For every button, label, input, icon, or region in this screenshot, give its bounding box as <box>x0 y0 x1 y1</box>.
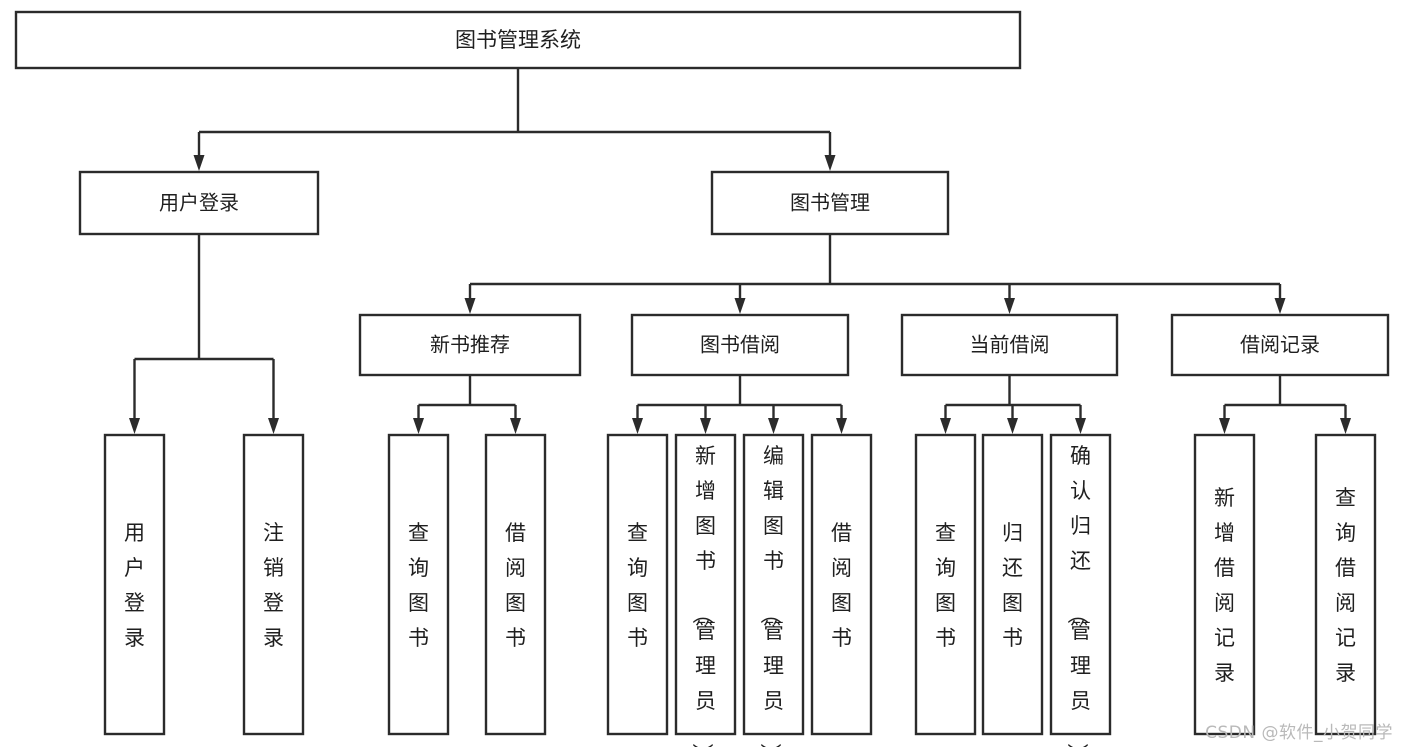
node-box[interactable] <box>742 433 805 736</box>
node-l_query_books_1[interactable]: 查询图书 <box>387 433 450 736</box>
edge-group-n_borrow_record <box>1219 375 1351 434</box>
node-l_confirm_return[interactable]: 确认归还（管理员） <box>1049 433 1112 747</box>
node-n_book_mgmt[interactable]: 图书管理 <box>710 170 950 236</box>
node-box[interactable] <box>387 433 450 736</box>
node-l_query_record[interactable]: 查询借阅记录 <box>1314 433 1377 736</box>
node-label: 归还图书 <box>1002 521 1023 650</box>
node-label: 图书管理 <box>790 191 870 215</box>
node-box[interactable] <box>981 433 1044 736</box>
edge-group-root <box>193 68 836 171</box>
node-l_query_books_3[interactable]: 查询图书 <box>914 433 977 736</box>
node-n_book_borrow[interactable]: 图书借阅 <box>630 313 850 377</box>
node-label: 编辑图书（管理员） <box>758 444 784 747</box>
node-label: 图书管理系统 <box>455 28 581 52</box>
watermark-text: CSDN @软件_小贺同学 <box>1205 723 1393 743</box>
node-n_borrow_record[interactable]: 借阅记录 <box>1170 313 1390 377</box>
node-box[interactable] <box>14 10 1022 70</box>
node-label: 图书借阅 <box>700 333 780 357</box>
node-box[interactable] <box>710 170 950 236</box>
node-l_query_books_2[interactable]: 查询图书 <box>606 433 669 736</box>
node-label: 注销登录 <box>263 521 284 650</box>
node-label: 查询借阅记录 <box>1335 486 1356 685</box>
node-box[interactable] <box>103 433 166 736</box>
node-l_user_login[interactable]: 用户登录 <box>103 433 166 736</box>
node-box[interactable] <box>1193 433 1256 736</box>
node-box[interactable] <box>242 433 305 736</box>
node-box[interactable] <box>900 313 1119 377</box>
node-l_borrow_books_1[interactable]: 借阅图书 <box>484 433 547 736</box>
node-box[interactable] <box>1170 313 1390 377</box>
edges-layer <box>129 68 1351 434</box>
node-n_new_books[interactable]: 新书推荐 <box>358 313 582 377</box>
node-label: 用户登录 <box>159 191 239 215</box>
node-l_return_books[interactable]: 归还图书 <box>981 433 1044 736</box>
node-label: 新增借阅记录 <box>1214 486 1235 685</box>
node-label: 借阅图书 <box>505 521 526 650</box>
edge-group-n_book_mgmt <box>464 234 1286 314</box>
edge-group-n_user_login <box>129 234 279 434</box>
edge-group-n_current_borrow <box>940 375 1086 434</box>
node-label: 用户登录 <box>124 521 145 650</box>
node-label: 新书推荐 <box>430 333 510 357</box>
node-box[interactable] <box>674 433 737 736</box>
node-box[interactable] <box>810 433 873 736</box>
node-label: 借阅图书 <box>831 521 852 650</box>
node-label: 当前借阅 <box>970 333 1050 357</box>
node-label: 查询图书 <box>627 521 648 650</box>
edge-group-n_book_borrow <box>632 375 847 434</box>
node-label: 确认归还（管理员） <box>1065 444 1091 747</box>
nodes-layer: 图书管理系统用户登录图书管理新书推荐图书借阅当前借阅借阅记录用户登录注销登录查询… <box>14 10 1390 747</box>
node-box[interactable] <box>358 313 582 377</box>
node-box[interactable] <box>1314 433 1377 736</box>
node-l_user_logout[interactable]: 注销登录 <box>242 433 305 736</box>
node-box[interactable] <box>606 433 669 736</box>
node-l_borrow_books_2[interactable]: 借阅图书 <box>810 433 873 736</box>
node-n_user_login[interactable]: 用户登录 <box>78 170 320 236</box>
node-label: 查询图书 <box>408 521 429 650</box>
node-label: 新增图书（管理员） <box>690 444 716 747</box>
node-label: 借阅记录 <box>1240 333 1320 357</box>
node-l_add_book[interactable]: 新增图书（管理员） <box>674 433 737 747</box>
node-box[interactable] <box>1049 433 1112 736</box>
node-box[interactable] <box>78 170 320 236</box>
node-l_add_record[interactable]: 新增借阅记录 <box>1193 433 1256 736</box>
node-n_current_borrow[interactable]: 当前借阅 <box>900 313 1119 377</box>
node-box[interactable] <box>914 433 977 736</box>
edge-group-n_new_books <box>413 375 521 434</box>
node-box[interactable] <box>630 313 850 377</box>
node-l_edit_book[interactable]: 编辑图书（管理员） <box>742 433 805 747</box>
node-root[interactable]: 图书管理系统 <box>14 10 1022 70</box>
node-box[interactable] <box>484 433 547 736</box>
node-label: 查询图书 <box>935 521 956 650</box>
